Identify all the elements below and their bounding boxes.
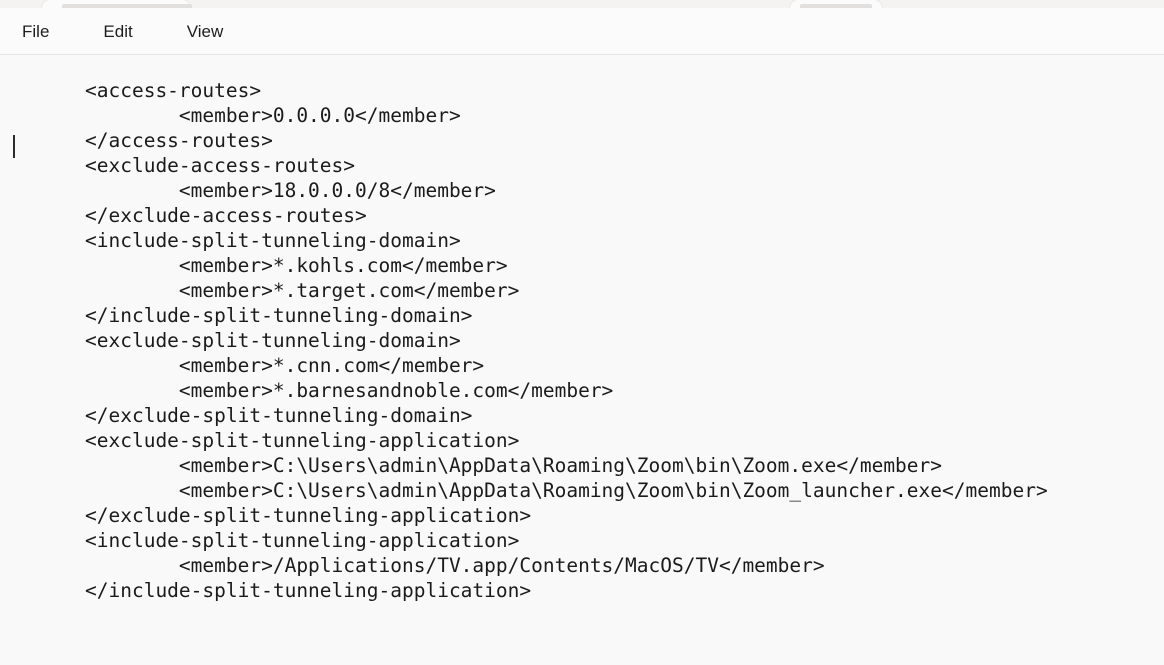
tab-strip — [0, 0, 1164, 8]
code-line[interactable]: </include-split-tunneling-application> — [85, 579, 532, 602]
code-line[interactable]: <member>0.0.0.0</member> — [85, 104, 461, 127]
active-tab-highlight — [62, 4, 192, 8]
code-line[interactable]: </exclude-split-tunneling-application> — [85, 504, 532, 527]
code-line[interactable]: <exclude-split-tunneling-application> — [85, 429, 520, 452]
code-line[interactable]: </include-split-tunneling-domain> — [85, 304, 473, 327]
code-line[interactable]: <include-split-tunneling-application> — [85, 529, 520, 552]
code-line[interactable]: </exclude-split-tunneling-domain> — [85, 404, 473, 427]
code-line[interactable]: </exclude-access-routes> — [85, 204, 367, 227]
code-line[interactable]: <member>/Applications/TV.app/Contents/Ma… — [85, 554, 825, 577]
code-line[interactable]: <exclude-access-routes> — [85, 154, 356, 177]
text-caret — [13, 135, 15, 158]
code-line[interactable]: <member>*.target.com</member> — [85, 279, 520, 302]
text-editor-area[interactable]: <access-routes> <member>0.0.0.0</member>… — [0, 55, 1164, 665]
code-line[interactable]: <member>C:\Users\admin\AppData\Roaming\Z… — [85, 454, 943, 477]
menu-bar: File Edit View — [0, 8, 1164, 55]
secondary-tab-highlight — [800, 4, 872, 8]
code-line[interactable]: <member>18.0.0.0/8</member> — [85, 179, 496, 202]
code-line[interactable]: <exclude-split-tunneling-domain> — [85, 329, 461, 352]
menu-view[interactable]: View — [186, 21, 224, 41]
code-line[interactable]: </access-routes> — [85, 129, 273, 152]
menu-file[interactable]: File — [22, 21, 50, 41]
code-line[interactable]: <member>*.kohls.com</member> — [85, 254, 508, 277]
code-line[interactable]: <include-split-tunneling-domain> — [85, 229, 461, 252]
code-line[interactable]: <access-routes> — [85, 79, 262, 102]
code-line[interactable]: <member>C:\Users\admin\AppData\Roaming\Z… — [85, 479, 1048, 502]
code-line[interactable]: <member>*.barnesandnoble.com</member> — [85, 379, 614, 402]
code-line[interactable]: <member>*.cnn.com</member> — [85, 354, 485, 377]
menu-edit[interactable]: Edit — [103, 21, 133, 41]
xml-document-content[interactable]: <access-routes> <member>0.0.0.0</member>… — [0, 55, 1048, 603]
